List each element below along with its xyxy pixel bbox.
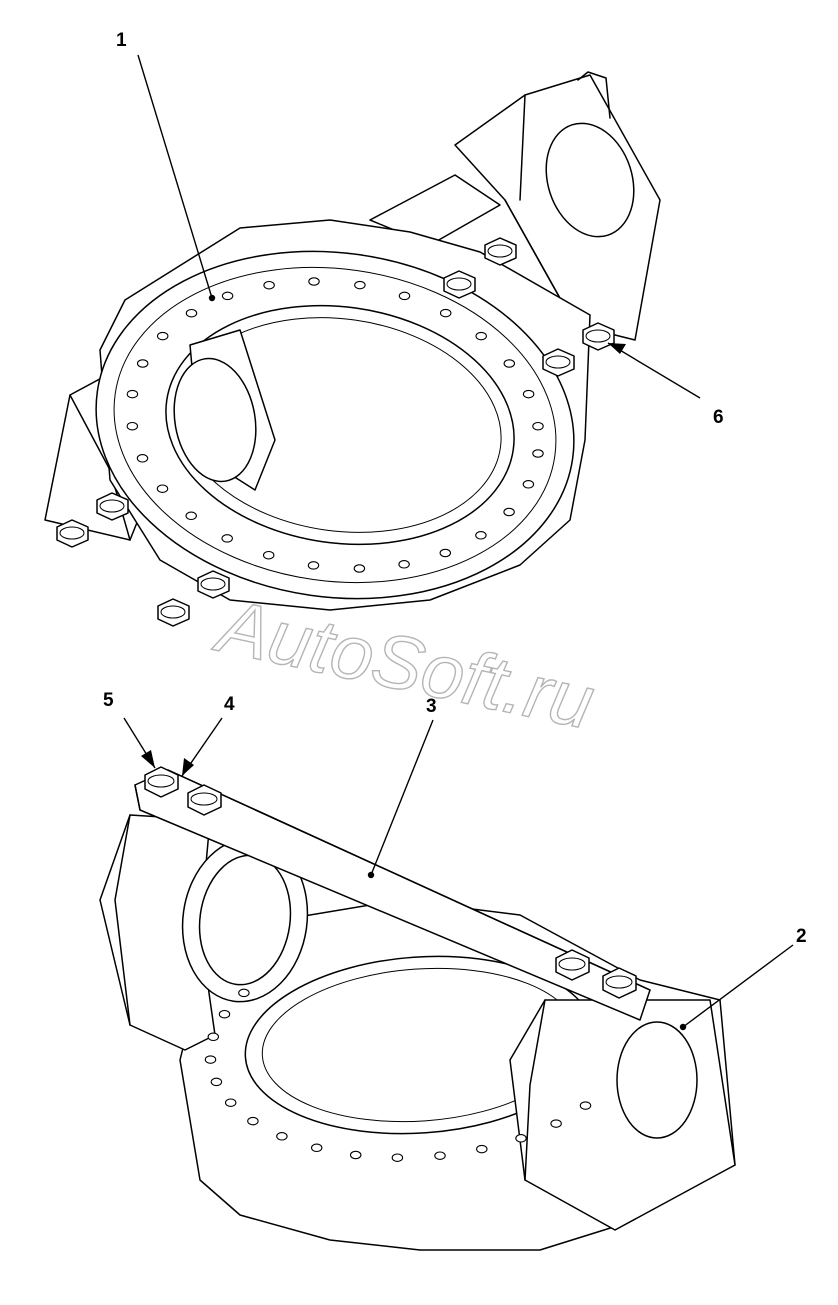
flange-hole <box>126 421 139 431</box>
flange-hole <box>354 280 366 290</box>
flange-hole <box>349 1150 362 1160</box>
leader-arrowhead-4 <box>182 758 194 776</box>
flange-hole <box>550 1119 562 1128</box>
flange-hole <box>263 280 275 290</box>
flange-hole <box>247 1116 259 1126</box>
lower-housing-part-2 <box>99 814 736 1251</box>
flange-hole <box>439 548 452 558</box>
bolt-hex-head <box>555 949 590 981</box>
upper-housing-part-1 <box>44 71 661 627</box>
flange-hole <box>185 308 198 318</box>
flange-hole <box>398 291 411 301</box>
lower-flange-holes <box>204 988 592 1162</box>
flange-hole <box>224 1098 237 1107</box>
bolt-hex-head <box>56 519 89 548</box>
flange-hole <box>475 331 487 341</box>
flange-hole <box>503 359 516 368</box>
leader-line-2 <box>682 944 794 1028</box>
watermark-text: AutoSoft.ru <box>208 583 602 746</box>
flange-hole <box>579 1101 592 1110</box>
leader-line-6 <box>607 342 701 399</box>
leader-line-1 <box>137 54 213 299</box>
flange-hole <box>434 1151 446 1160</box>
clamp-bar-part-3 <box>134 766 651 1021</box>
flange-hole <box>207 1032 220 1042</box>
flange-hole <box>353 564 366 573</box>
flange-hole <box>238 988 250 998</box>
flange-hole <box>522 480 535 489</box>
flange-hole <box>136 359 149 368</box>
flange-hole <box>532 421 544 431</box>
flange-hole <box>204 1055 217 1064</box>
flange-hole <box>532 449 544 458</box>
callout-6: 6 <box>607 342 724 428</box>
flange-hole <box>310 1143 323 1153</box>
callout-label-6: 6 <box>713 407 724 428</box>
leader-dot-2 <box>679 1023 687 1031</box>
flange-hole <box>475 531 487 540</box>
bolt-hex-head-part-5 <box>144 766 179 798</box>
upper-flange-holes <box>126 277 544 573</box>
callout-5: 5 <box>103 690 156 769</box>
flange-hole <box>398 560 410 569</box>
callout-label-1: 1 <box>116 30 127 51</box>
flange-hole <box>156 331 169 341</box>
callout-label-4: 4 <box>224 694 235 715</box>
bolt-hex-head-part-4 <box>187 784 222 816</box>
bolt-hex-head <box>582 322 615 351</box>
flange-hole <box>522 389 535 399</box>
flange-hole <box>126 389 139 399</box>
callout-3: 3 <box>367 696 437 879</box>
flange-hole <box>218 1009 231 1019</box>
callout-label-3: 3 <box>426 696 437 717</box>
callout-1: 1 <box>116 30 216 302</box>
bolt-hex-head <box>542 348 575 377</box>
callout-2: 2 <box>679 926 807 1031</box>
flange-hole <box>276 1132 288 1141</box>
bolt-hex-head <box>602 967 637 999</box>
flange-hole <box>185 511 197 521</box>
bolt-hex-head <box>484 237 517 266</box>
bolt-hex-head <box>197 570 230 599</box>
leader-arrowhead-6 <box>608 343 626 354</box>
flange-hole <box>221 534 233 543</box>
callout-4: 4 <box>181 694 235 777</box>
flange-hole <box>439 308 452 318</box>
flange-hole <box>515 1134 527 1143</box>
flange-hole <box>210 1077 223 1087</box>
callout-label-5: 5 <box>103 690 114 711</box>
bolt-hex-head <box>443 270 476 299</box>
flange-hole <box>308 277 320 286</box>
flange-hole <box>307 561 320 570</box>
flange-hole <box>476 1144 488 1154</box>
bolt-hex-head <box>96 492 129 521</box>
leader-dot-1 <box>208 294 216 302</box>
flange-hole <box>262 550 275 560</box>
flange-hole <box>156 484 169 493</box>
leader-arrowhead-5 <box>141 750 155 768</box>
flange-hole <box>391 1153 404 1162</box>
leader-line-3 <box>370 719 434 876</box>
leader-dot-3 <box>367 871 375 879</box>
flange-hole <box>136 454 149 463</box>
callout-label-2: 2 <box>796 926 807 947</box>
flange-hole <box>221 291 234 301</box>
flange-hole <box>503 507 515 517</box>
bolt-hex-head <box>157 598 190 627</box>
